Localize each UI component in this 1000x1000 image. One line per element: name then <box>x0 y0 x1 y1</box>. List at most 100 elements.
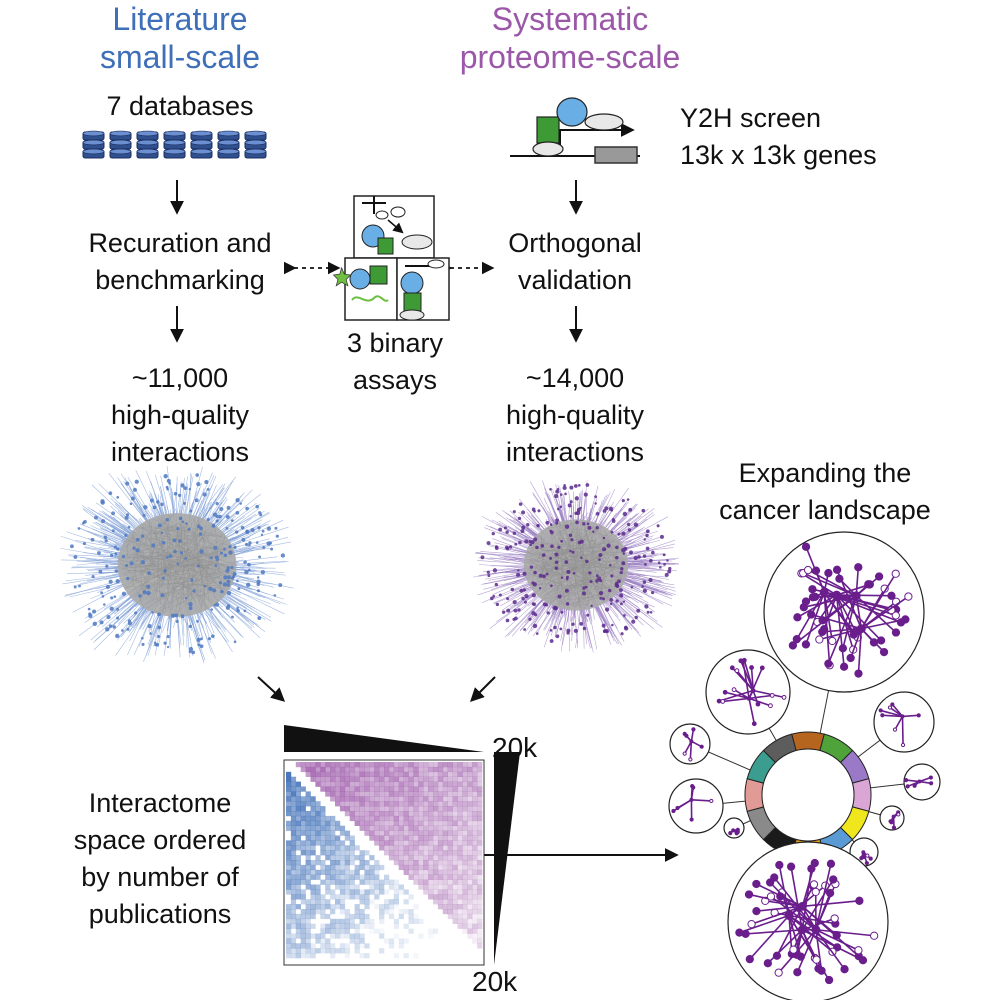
matrix-cell <box>290 825 297 831</box>
matrix-cell <box>437 820 444 826</box>
matrix-cell <box>418 869 424 875</box>
matrix-cell <box>315 860 321 866</box>
matrix-cell <box>423 830 429 836</box>
matrix-cell <box>325 781 331 787</box>
matrix-cell <box>413 820 419 826</box>
matrix-cell <box>295 835 301 841</box>
matrix-cell <box>457 845 463 851</box>
matrix-cell <box>290 904 297 910</box>
matrix-cell <box>428 855 434 861</box>
matrix-cell <box>359 894 365 900</box>
matrix-cell <box>447 830 453 836</box>
matrix-cell <box>393 845 399 851</box>
matrix-cell <box>295 913 301 920</box>
matrix-cell <box>457 801 463 807</box>
literature-step-line1: Recuration and <box>88 228 272 258</box>
matrix-cell <box>472 894 478 900</box>
matrix-cell <box>374 860 380 866</box>
matrix-cell <box>305 811 311 817</box>
matrix-cell <box>305 860 311 866</box>
matrix-cell <box>320 894 326 900</box>
matrix-cell <box>457 899 463 905</box>
matrix-cell <box>290 806 297 812</box>
matrix-cell <box>398 801 404 807</box>
matrix-cell <box>423 806 429 812</box>
matrix-cell <box>393 860 399 866</box>
matrix-cell <box>295 762 301 768</box>
matrix-cell <box>413 811 419 817</box>
matrix-cell <box>364 904 370 910</box>
matrix-cell <box>286 904 292 910</box>
matrix-cell <box>310 766 316 773</box>
ring-segment <box>744 778 765 812</box>
matrix-cell <box>457 786 463 792</box>
matrix-cell <box>433 889 439 895</box>
assays-label: 3 binary assays <box>320 325 470 399</box>
matrix-cell <box>339 781 346 787</box>
matrix-cell <box>379 840 385 846</box>
matrix-cell <box>403 899 409 905</box>
matrix-cell <box>408 781 414 787</box>
matrix-cell <box>452 776 458 782</box>
matrix-cell <box>472 933 478 939</box>
matrix-cell <box>423 864 429 871</box>
matrix-cell <box>369 884 375 890</box>
matrix-cell <box>325 820 331 826</box>
matrix-cell <box>408 864 414 871</box>
matrix-cell <box>477 762 483 768</box>
matrix-cell <box>442 845 448 851</box>
matrix-cell <box>344 864 350 871</box>
matrix-cell <box>320 869 326 875</box>
matrix-cell <box>457 864 463 871</box>
matrix-cell <box>467 806 473 812</box>
matrix-cell <box>354 845 360 851</box>
matrix-cell <box>286 909 292 915</box>
matrix-cell <box>290 899 297 905</box>
matrix-cell <box>290 845 297 851</box>
matrix-cell <box>325 928 331 934</box>
matrix-cell <box>305 830 311 836</box>
matrix-cell <box>290 884 297 890</box>
matrix-cell <box>388 884 395 890</box>
matrix-cell <box>437 860 444 866</box>
matrix-cell <box>433 762 439 768</box>
matrix-cell <box>286 820 292 826</box>
matrix-cell <box>374 791 380 797</box>
matrix-cell <box>423 835 429 841</box>
matrix-cell <box>305 850 311 856</box>
matrix-cell <box>354 884 360 890</box>
assays-label-line1: 3 binary <box>346 328 444 358</box>
matrix-cell <box>447 835 453 841</box>
matrix-cell <box>452 879 458 885</box>
matrix-cell <box>364 786 370 792</box>
matrix-cell <box>408 766 414 773</box>
matrix-cell <box>393 879 399 885</box>
matrix-cell <box>408 845 414 851</box>
matrix-cell <box>398 943 404 949</box>
matrix-cell <box>388 840 395 846</box>
matrix-cell <box>477 913 483 920</box>
matrix-cell <box>428 811 434 817</box>
matrix-cell <box>379 909 385 915</box>
matrix-cell <box>462 776 468 782</box>
matrix-cell <box>433 884 439 890</box>
matrix-cell <box>388 879 395 885</box>
matrix-cell <box>403 801 409 807</box>
database-icon <box>109 130 132 159</box>
database-icons <box>82 130 267 159</box>
matrix-cell <box>393 923 399 929</box>
matrix-cell <box>423 874 429 880</box>
matrix-cell <box>320 928 326 934</box>
matrix-cell <box>442 796 448 802</box>
matrix-cell <box>398 791 404 797</box>
matrix-cell <box>413 776 419 782</box>
matrix-cell <box>335 801 341 807</box>
matrix-cell <box>286 855 292 861</box>
matrix-cell <box>472 884 478 890</box>
matrix-cell <box>369 811 375 817</box>
matrix-cell <box>442 771 448 777</box>
matrix-cell <box>388 943 395 949</box>
matrix-cell <box>467 909 473 915</box>
matrix-cell <box>379 889 385 895</box>
matrix-cell <box>393 766 399 773</box>
